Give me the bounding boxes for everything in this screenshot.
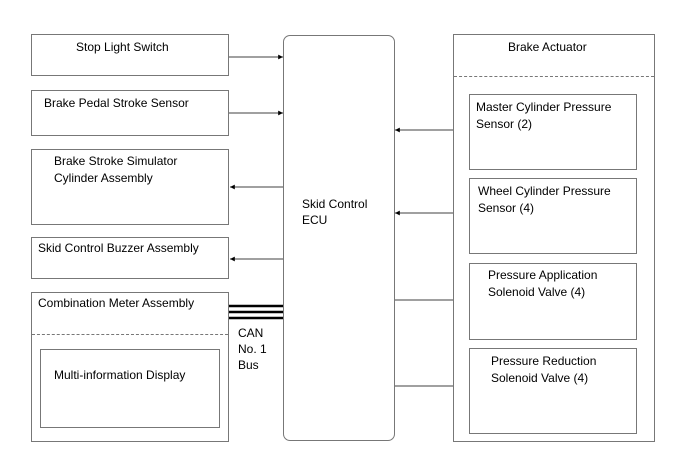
- brake-actuator-box: Brake Actuator Master Cylinder Pressure …: [453, 34, 655, 442]
- multi-information-display-box: Multi-information Display: [40, 349, 220, 428]
- pressure-reduction-valve-box: Pressure Reduction Solenoid Valve (4): [469, 348, 637, 434]
- brake-actuator-label: Brake Actuator: [508, 40, 587, 54]
- multi-information-display-label: Multi-information Display: [54, 368, 186, 382]
- wheel-cylinder-sensor-box: Wheel Cylinder Pressure Sensor (4): [469, 178, 637, 254]
- brake-stroke-simulator-label: Brake Stroke Simulator Cylinder Assembly: [54, 154, 178, 185]
- combination-meter-divider: [32, 334, 228, 335]
- skid-control-ecu-label: Skid Control ECU: [302, 197, 368, 227]
- brake-actuator-divider: [454, 76, 654, 77]
- wheel-cylinder-sensor-label: Wheel Cylinder Pressure Sensor (4): [478, 184, 611, 215]
- master-cylinder-sensor-label: Master Cylinder Pressure Sensor (2): [476, 100, 612, 131]
- brake-pedal-stroke-sensor-label: Brake Pedal Stroke Sensor: [44, 96, 189, 110]
- pressure-reduction-valve-label: Pressure Reduction Solenoid Valve (4): [491, 354, 597, 385]
- brake-stroke-simulator-box: Brake Stroke Simulator Cylinder Assembly: [31, 149, 229, 225]
- combination-meter-box: Combination Meter Assembly Multi-informa…: [31, 292, 229, 442]
- master-cylinder-sensor-box: Master Cylinder Pressure Sensor (2): [469, 94, 637, 170]
- skid-control-buzzer-box: Skid Control Buzzer Assembly: [31, 237, 229, 279]
- combination-meter-label: Combination Meter Assembly: [38, 296, 195, 310]
- skid-control-ecu-box: Skid Control ECU: [283, 35, 395, 441]
- can-bus-label: CAN No. 1 Bus: [238, 325, 267, 373]
- stop-light-switch-box: Stop Light Switch: [31, 34, 229, 76]
- pressure-application-valve-label: Pressure Application Solenoid Valve (4): [488, 268, 598, 299]
- stop-light-switch-label: Stop Light Switch: [76, 40, 169, 54]
- brake-pedal-stroke-sensor-box: Brake Pedal Stroke Sensor: [31, 90, 229, 136]
- skid-control-buzzer-label: Skid Control Buzzer Assembly: [38, 241, 199, 255]
- pressure-application-valve-box: Pressure Application Solenoid Valve (4): [469, 263, 637, 340]
